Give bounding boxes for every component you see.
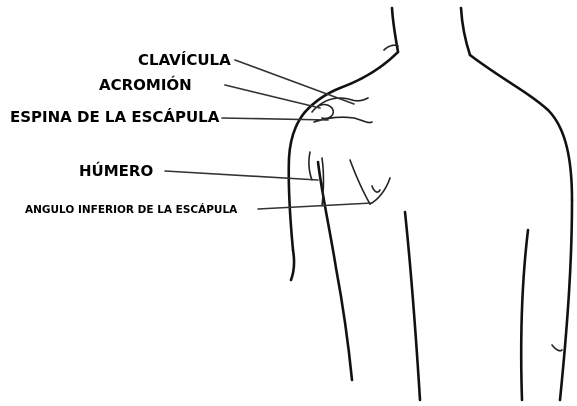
right-arm-inner-outline [521,230,528,400]
body-outline [289,8,572,400]
humerus-shaft-line [322,158,324,206]
clavicle-label: CLAVÍCULA [138,50,231,69]
neck-mark [384,45,398,50]
acromion-label: ACROMIÓN [99,75,192,94]
leader-lines [165,60,372,209]
scapula-medial-line [350,160,370,204]
arm-outer-outline [291,250,294,280]
scapula-mark [372,186,380,192]
scapular-spine-label: ESPINA DE LA ESCÁPULA [10,107,220,126]
right-notch [552,345,562,351]
labels: CLAVÍCULA ACROMIÓN ESPINA DE LA ESCÁPULA… [10,50,238,216]
acromion-leader [225,85,320,108]
inferior-angle-leader [258,203,372,209]
torso-right-outline [560,200,572,400]
torso-left-outline [405,212,420,400]
inferior-angle-label: ANGULO INFERIOR DE LA ESCÁPULA [25,203,238,216]
neck-right-outline [461,8,470,55]
clavicle-leader [235,60,354,104]
humerus-leader [165,171,318,180]
humerus-label: HÚMERO [79,161,153,180]
scapular-spine-leader [222,118,328,120]
deltoid-outline [289,112,305,250]
right-shoulder-outline [470,55,572,200]
humerus-head-line [309,152,312,180]
